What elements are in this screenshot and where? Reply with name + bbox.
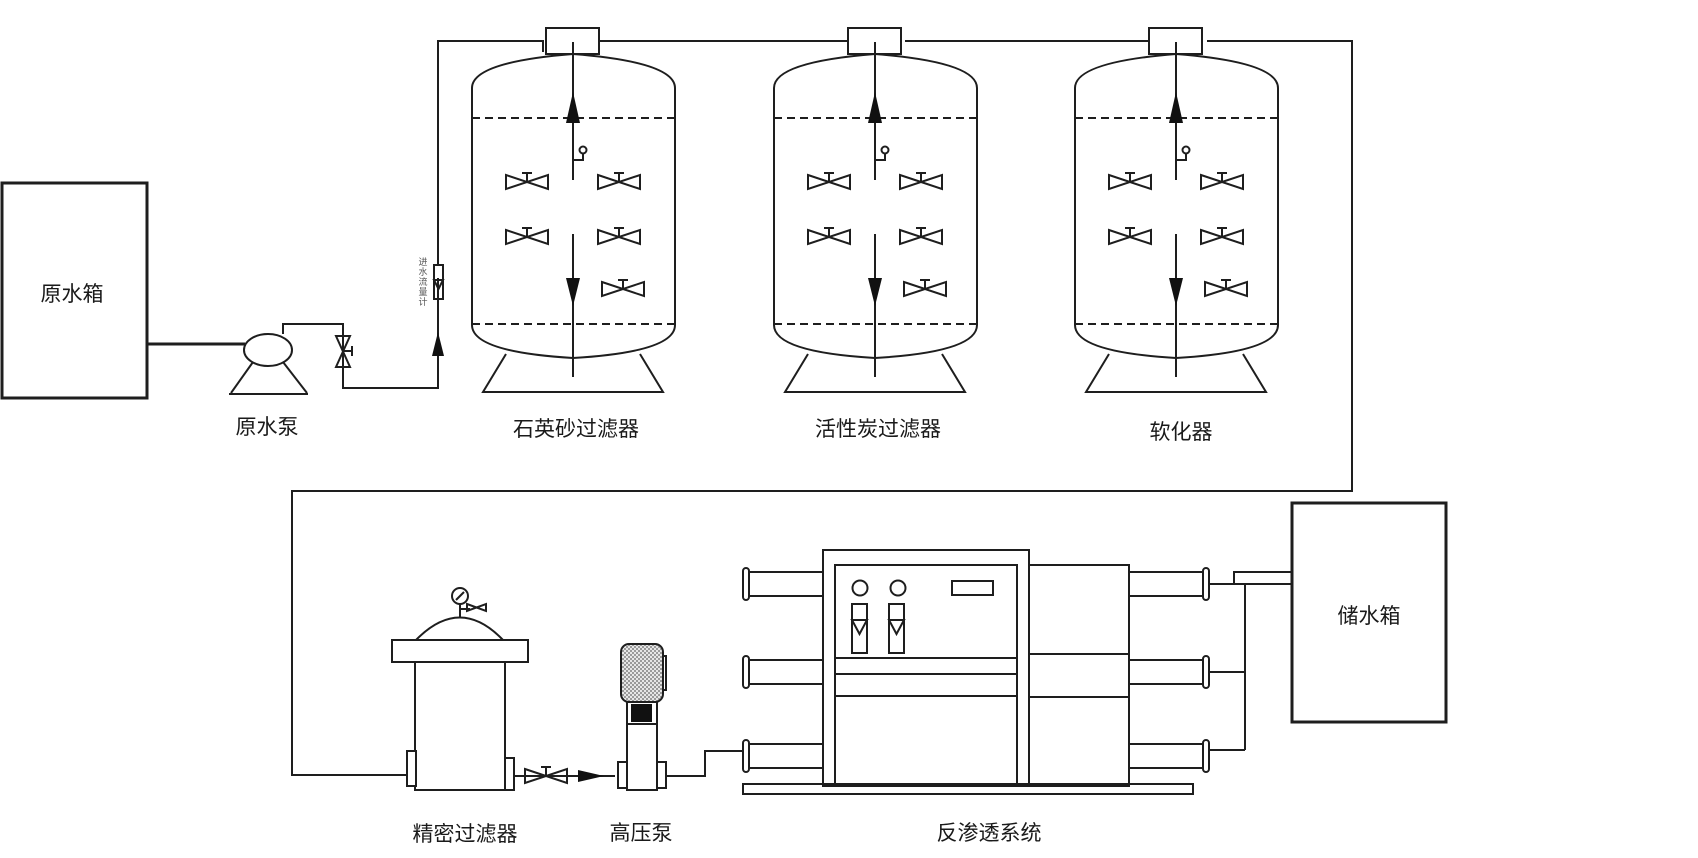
membrane-housing-right xyxy=(1128,743,1205,769)
label-ro-system: 反渗透系统 xyxy=(936,821,1042,845)
membrane-housing-right xyxy=(1128,659,1205,685)
flow-arrow-up-icon xyxy=(868,92,882,123)
pipe-main-header xyxy=(291,40,1353,776)
label-precision-filter: 精密过滤器 xyxy=(412,822,518,846)
label-flow-meter: 进 水 流 量 计 xyxy=(418,258,428,308)
activated-carbon-filter xyxy=(773,27,978,393)
valve-icon xyxy=(505,227,549,245)
pipe-to-quartz-filter xyxy=(437,40,544,265)
raw-water-pump-icon xyxy=(229,333,308,395)
precision-filter xyxy=(391,587,529,791)
flow-arrow-right-icon xyxy=(578,770,604,782)
valve-icon xyxy=(899,227,943,245)
rotameter-icon xyxy=(888,603,905,654)
label-raw-pump: 原水泵 xyxy=(235,415,299,439)
product-water-manifold xyxy=(1210,583,1291,751)
valve-icon xyxy=(601,279,645,297)
valve-icon xyxy=(807,172,851,190)
pressure-gauge-icon xyxy=(851,579,869,597)
valve-icon xyxy=(1200,172,1244,190)
valve-icon xyxy=(1108,227,1152,245)
valve-icon xyxy=(505,172,549,190)
softener-vessel xyxy=(1074,27,1279,393)
valve-icon xyxy=(1108,172,1152,190)
valve-icon xyxy=(597,227,641,245)
label-carbon-filter: 活性炭过滤器 xyxy=(815,417,941,441)
label-raw-tank: 原水箱 xyxy=(40,282,104,306)
valve-icon xyxy=(597,172,641,190)
rotameter-icon xyxy=(851,603,868,654)
flow-arrow-up-icon xyxy=(432,332,444,356)
flow-arrow-down-icon xyxy=(566,278,580,306)
flow-arrow-up-icon xyxy=(566,92,580,123)
membrane-housing-left xyxy=(747,743,824,769)
quartz-sand-filter xyxy=(471,27,676,393)
flow-arrow-down-icon xyxy=(1169,278,1183,306)
end-cap-icon xyxy=(742,655,750,689)
valve-icon xyxy=(807,227,851,245)
end-cap-icon xyxy=(742,567,750,601)
check-valve-icon xyxy=(334,335,353,368)
flow-arrow-up-icon xyxy=(1169,92,1183,123)
label-quartz-filter: 石英砂过滤器 xyxy=(513,417,639,441)
flow-arrow-down-icon xyxy=(868,278,882,306)
storage-tank xyxy=(1290,501,1448,724)
membrane-housing-left xyxy=(747,659,824,685)
end-cap-icon xyxy=(1202,567,1210,601)
membrane-housing-right xyxy=(1128,571,1205,597)
valve-icon xyxy=(1204,279,1248,297)
end-cap-icon xyxy=(1202,739,1210,773)
label-storage-tank: 储水箱 xyxy=(1337,604,1401,628)
valve-icon xyxy=(899,172,943,190)
valve-icon xyxy=(1200,227,1244,245)
end-cap-icon xyxy=(1202,655,1210,689)
pipe-pump-to-flowmeter xyxy=(282,278,439,389)
reverse-osmosis-system xyxy=(742,549,1194,795)
raw-water-tank xyxy=(0,181,149,400)
label-softener: 软化器 xyxy=(1149,420,1213,444)
end-cap-icon xyxy=(742,739,750,773)
membrane-housing-left xyxy=(747,571,824,597)
valve-icon xyxy=(903,279,947,297)
ro-base-frame xyxy=(742,783,1194,795)
pressure-gauge-icon xyxy=(889,579,907,597)
label-high-pressure-pump: 高压泵 xyxy=(609,821,673,845)
pipe-hp-pump-to-ro xyxy=(666,750,743,777)
high-pressure-pump-icon xyxy=(617,643,667,791)
control-display-icon xyxy=(951,580,994,596)
